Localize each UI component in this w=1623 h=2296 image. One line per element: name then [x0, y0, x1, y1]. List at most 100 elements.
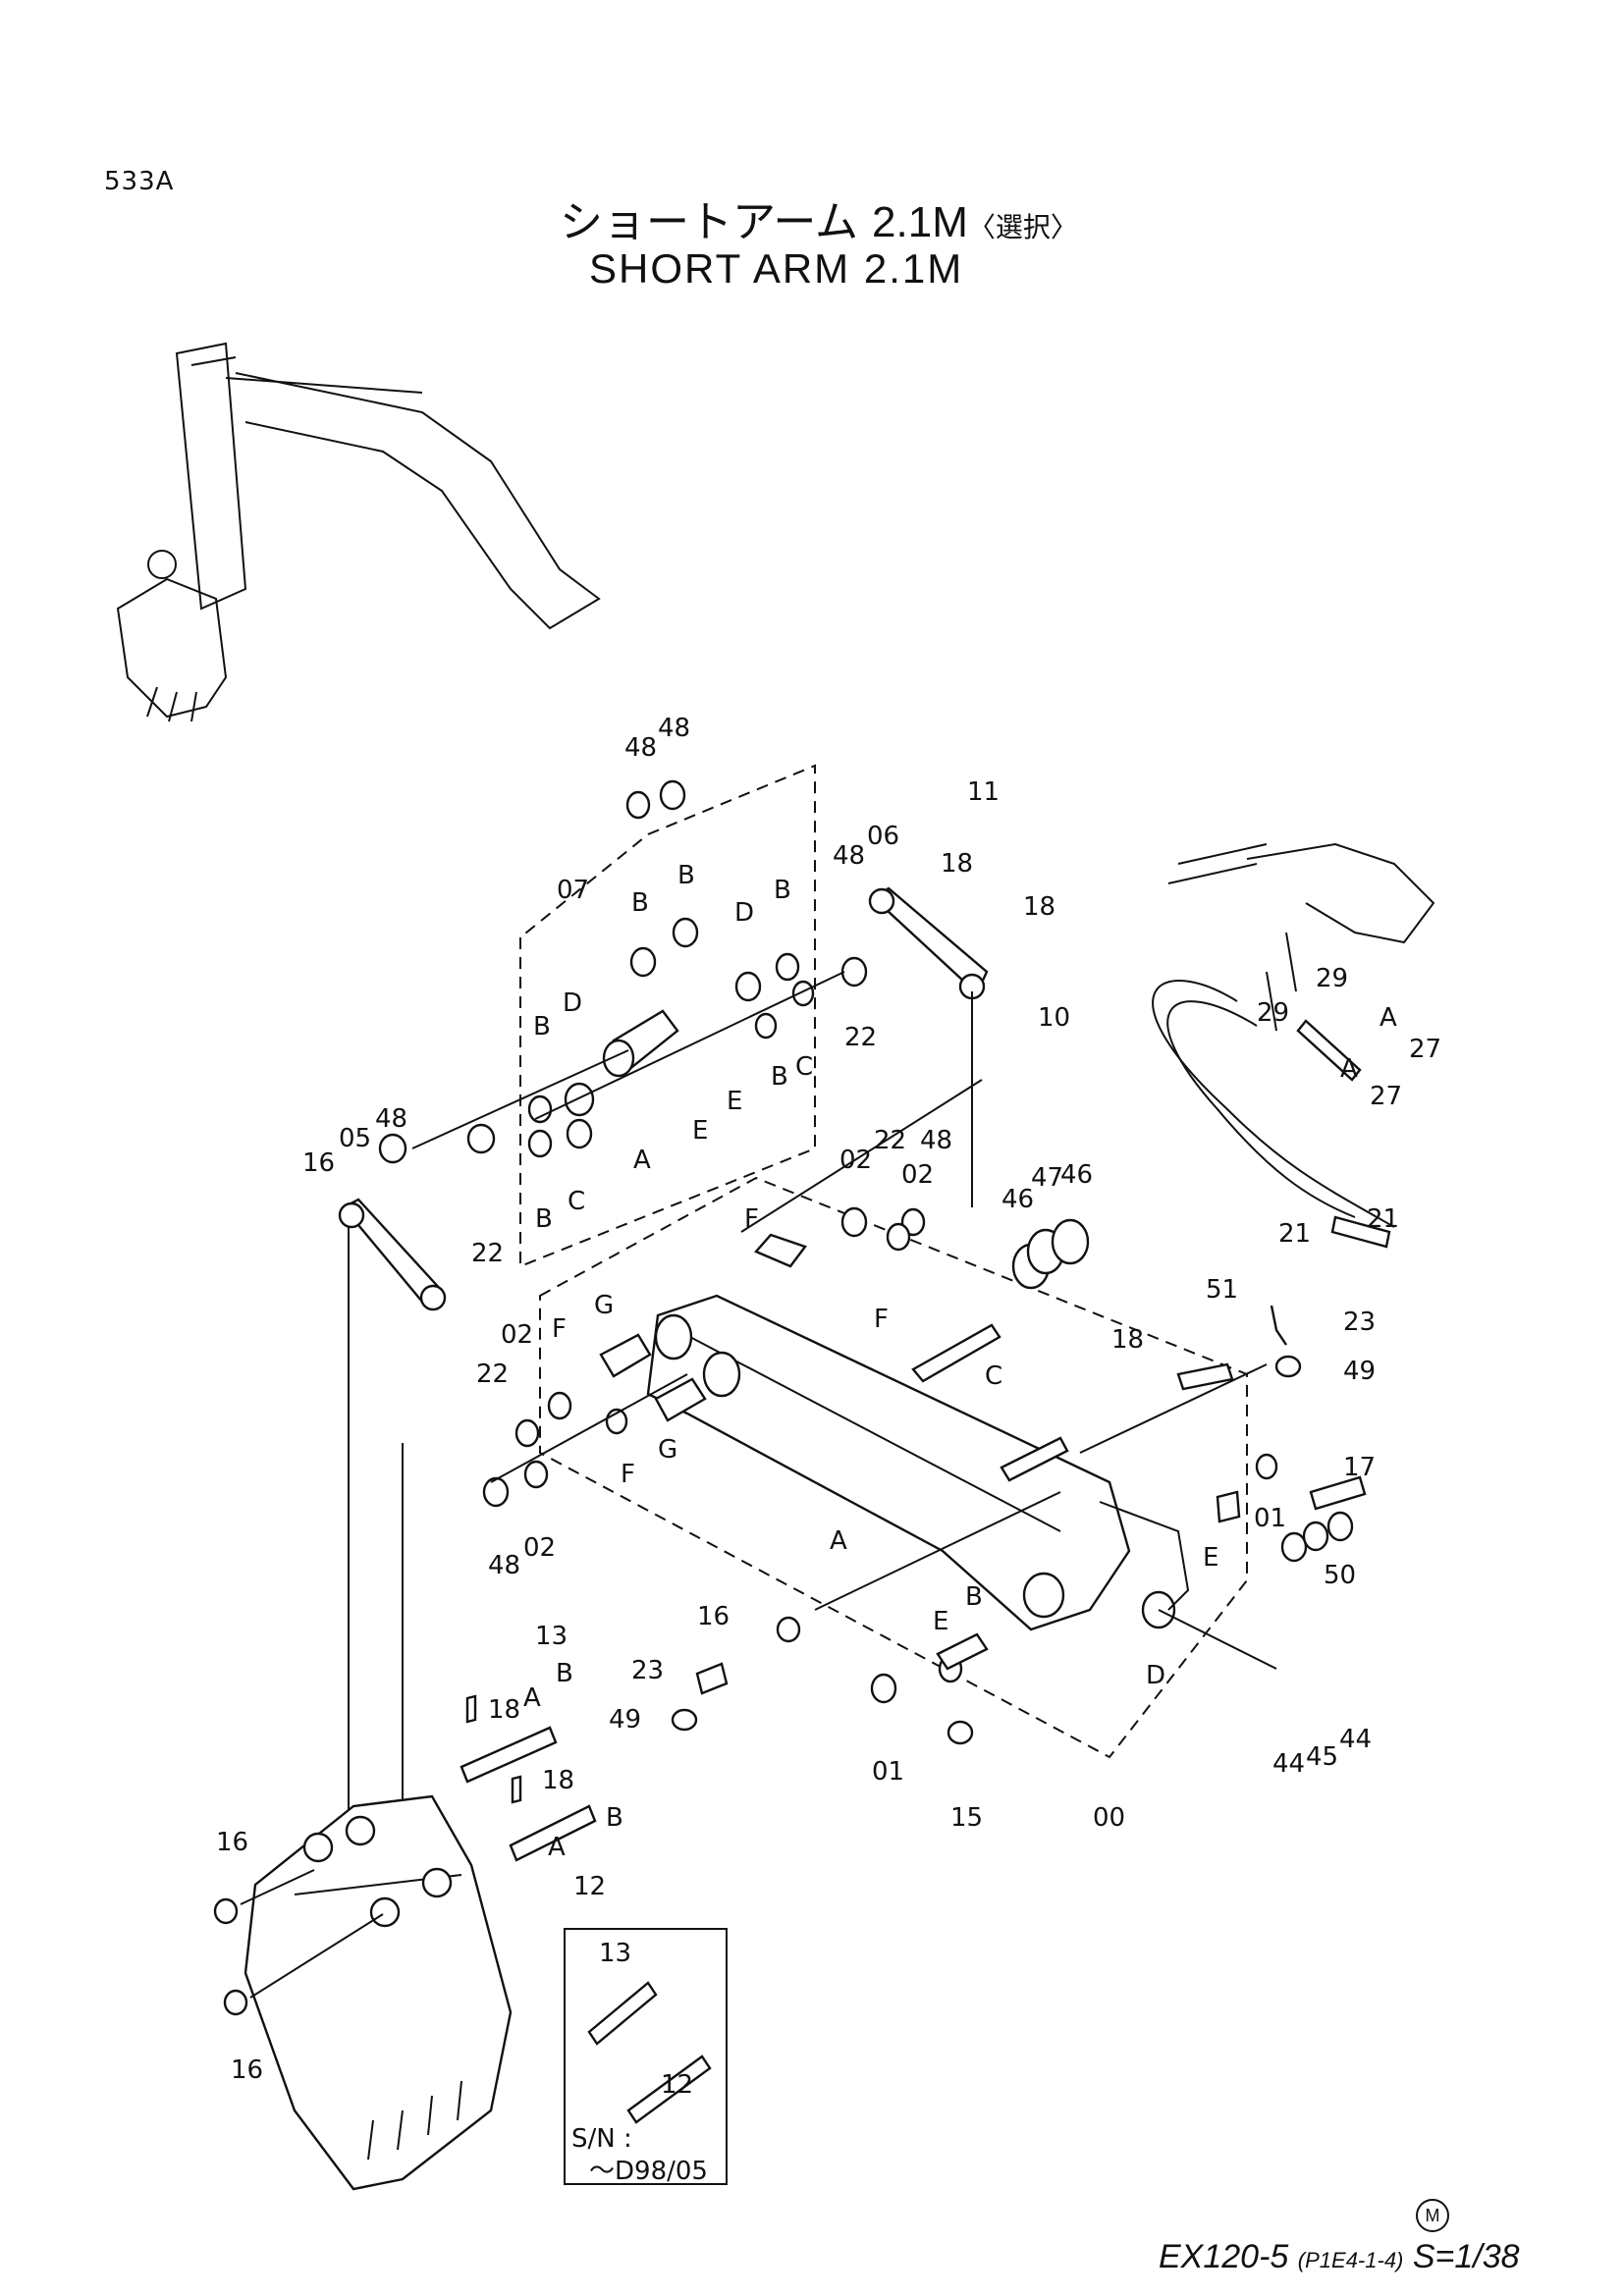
callout: 01	[1254, 1504, 1286, 1533]
arm-boss-upper	[654, 1313, 693, 1361]
callout: 44	[1339, 1725, 1372, 1754]
callout: A	[1380, 1003, 1397, 1033]
link-05-hole-b	[419, 1284, 447, 1311]
callout: 21	[1278, 1219, 1311, 1249]
arm-bracket	[1099, 1501, 1190, 1611]
callout: 06	[867, 822, 899, 851]
callout: 12	[661, 2070, 693, 2100]
callout: 46	[1001, 1185, 1034, 1214]
callout: 13	[535, 1622, 568, 1651]
callout: B	[677, 861, 695, 890]
title-jp-size: 2.1M	[872, 198, 968, 246]
callout: A	[1340, 1054, 1358, 1084]
callout: G	[594, 1291, 614, 1320]
callout: 02	[523, 1533, 556, 1563]
callout: 49	[1343, 1357, 1376, 1386]
page-code: 533A	[104, 167, 175, 196]
callout: F	[874, 1305, 889, 1334]
callout: D	[563, 988, 582, 1018]
callout-labels: 48 48 07 B B B D D B C B B C A E E 11 06…	[216, 714, 1441, 2100]
bucket-body	[243, 1794, 513, 2191]
overview-cylinder	[225, 377, 423, 394]
callout: 48	[920, 1126, 952, 1155]
callout: B	[533, 1012, 551, 1041]
callout: 13	[599, 1939, 631, 1968]
callout: 17	[1343, 1453, 1376, 1482]
callout: C	[795, 1052, 813, 1082]
axis-line-lower	[490, 1373, 688, 1483]
callout: C	[568, 1187, 585, 1216]
callout: E	[692, 1116, 708, 1146]
callout: 02	[839, 1146, 872, 1175]
valve-stem	[1167, 843, 1268, 884]
bucket-boss-2	[345, 1815, 376, 1846]
callout: 16	[231, 2056, 263, 2085]
callout: D	[1146, 1661, 1165, 1690]
footer-model: EX120-5	[1159, 2238, 1289, 2275]
callout: 02	[901, 1160, 934, 1190]
callout: E	[1203, 1543, 1218, 1573]
callout: 16	[697, 1602, 730, 1631]
callout: 46	[1060, 1160, 1093, 1190]
callout: 51	[1206, 1275, 1238, 1305]
title-jp-text: ショートアーム	[560, 197, 859, 247]
callout: 48	[624, 733, 657, 763]
callout: B	[535, 1204, 553, 1234]
overview-arm	[175, 342, 247, 611]
page-title-jp: ショートアーム 2.1M〈選択〉	[560, 187, 1078, 249]
callout: E	[727, 1087, 742, 1116]
callout: 10	[1038, 1003, 1070, 1033]
callout: B	[631, 888, 649, 918]
axis-line-51	[1079, 1363, 1268, 1454]
overview-bucket	[116, 577, 228, 719]
callout: 44	[1272, 1749, 1305, 1779]
hose-21-b	[1166, 1000, 1356, 1218]
callout: 48	[375, 1104, 407, 1134]
footer-ref: (P1E4-1-4)	[1297, 2248, 1404, 2272]
callout: 07	[557, 876, 589, 905]
callout: 12	[573, 1872, 606, 1901]
callout: 18	[941, 849, 973, 879]
callout: 15	[950, 1803, 983, 1833]
page-footer: EX120-5 (P1E4-1-4) S=1/38	[1159, 2238, 1520, 2276]
arm-boss-end	[1022, 1572, 1065, 1619]
callout: 02	[501, 1320, 533, 1350]
link-06-hole-a	[868, 887, 895, 915]
callout: 22	[874, 1126, 906, 1155]
bucket-pin-lines	[240, 1869, 384, 1999]
callout: A	[523, 1683, 541, 1713]
callout: B	[606, 1803, 623, 1833]
title-jp-option: 〈選択〉	[967, 211, 1078, 243]
callout: 49	[609, 1705, 641, 1735]
callout: B	[556, 1659, 573, 1688]
callout: 22	[476, 1360, 509, 1389]
callout: G	[658, 1435, 677, 1465]
callout: 18	[542, 1766, 574, 1795]
callout: 16	[302, 1148, 335, 1178]
callout: D	[734, 898, 754, 928]
callout: 11	[967, 777, 1000, 807]
callout: 05	[339, 1124, 371, 1153]
callout: 47	[1031, 1163, 1063, 1193]
callout: 23	[1343, 1308, 1376, 1337]
overview-bucket-teeth	[146, 686, 197, 722]
overview-arm-line	[190, 356, 237, 366]
link-05	[338, 1198, 447, 1311]
inset-sn-label: S/N :	[571, 2124, 632, 2154]
valve-body	[1246, 842, 1435, 944]
callout: C	[985, 1362, 1002, 1391]
callout: 18	[488, 1695, 520, 1725]
callout: 48	[658, 714, 690, 743]
hydraulic-hoses	[1152, 842, 1435, 1249]
arm-boss-lower	[702, 1351, 741, 1398]
callout: F	[552, 1314, 567, 1344]
overview-boom	[235, 372, 601, 630]
callout: 45	[1306, 1742, 1338, 1772]
bucket-boss-4	[421, 1867, 453, 1898]
callout: 50	[1324, 1561, 1356, 1590]
link-05-hole-a	[338, 1201, 365, 1229]
callout: B	[774, 876, 791, 905]
callout: 29	[1257, 998, 1289, 1028]
overview-link	[147, 550, 177, 579]
callout: 21	[1367, 1204, 1399, 1234]
